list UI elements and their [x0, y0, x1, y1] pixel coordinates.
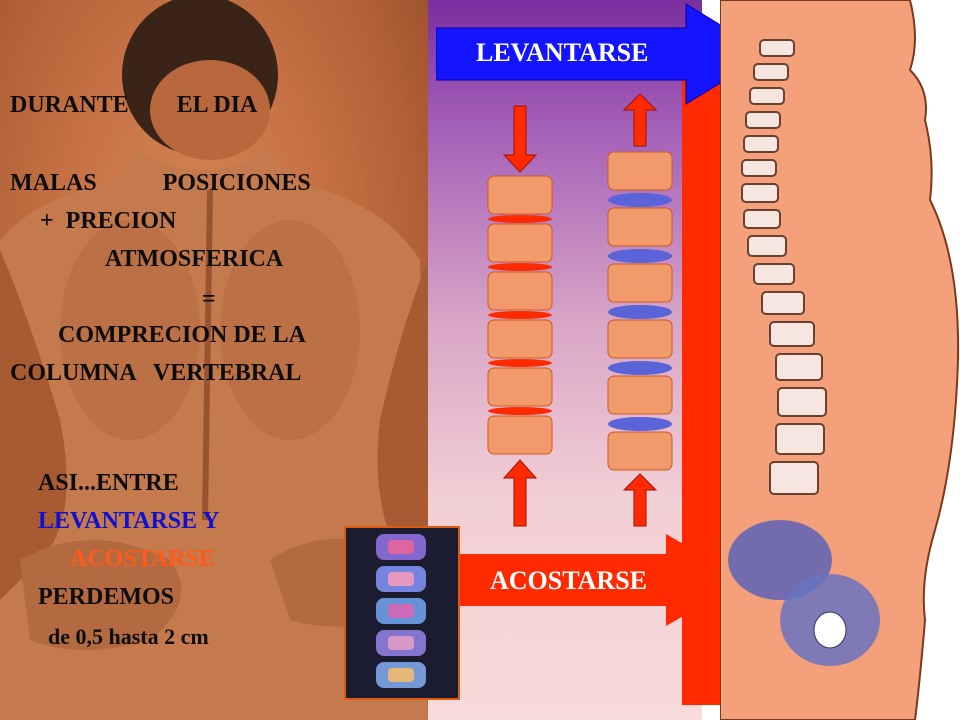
vertebra-diagram [487, 93, 673, 527]
text-atmosferica: ATMOSFERICA [105, 246, 284, 272]
text-range: de 0,5 hasta 2 cm [48, 624, 209, 649]
compressed-spine-stack [487, 175, 553, 455]
text-acostarse: ACOSTARSE [70, 546, 215, 572]
levantarse-label: LEVANTARSE [476, 38, 649, 67]
arrow-up-top-icon [622, 93, 658, 147]
arrow-up-icon [502, 459, 538, 527]
expanded-spine-stack [607, 151, 673, 471]
text-durante-el-dia: DURANTE EL DIA [10, 92, 258, 118]
side-body-spine-illustration [720, 0, 960, 720]
text-perdemos: PERDEMOS [38, 584, 175, 610]
text-equals: = [202, 286, 216, 312]
text-asi-entre: ASI...ENTRE [38, 470, 179, 496]
arrow-up-bottom-icon [622, 473, 658, 527]
text-levantarse-y: LEVANTARSE Y [38, 508, 220, 534]
acostarse-label: ACOSTARSE [490, 566, 648, 595]
text-malas-posiciones: MALAS POSICIONES [10, 170, 311, 196]
arrow-down-icon [502, 105, 538, 173]
text-precion: + PRECION [22, 208, 177, 234]
text-columna-vertebral: COLUMNA VERTEBRAL [10, 360, 302, 386]
spine-xray-image [344, 526, 460, 700]
text-comprecion: COMPRECION DE LA [58, 322, 307, 348]
acostarse-arrow [456, 534, 746, 626]
back-photo-panel [0, 0, 428, 720]
